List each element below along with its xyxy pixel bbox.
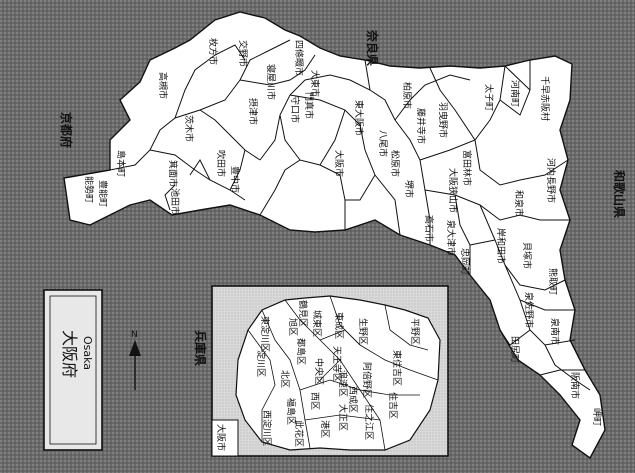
city-label: 守口市 xyxy=(289,96,301,123)
city-label: 枚方市 xyxy=(207,38,219,65)
ward-label: 旭区 xyxy=(287,318,299,336)
inset-map: 大阪市 淀川区 東淀川区 北区 旭区 都島区 城東区 鶴見区 福島区 中央区 天… xyxy=(211,285,449,457)
ward-label: 福島区 xyxy=(285,398,297,425)
city-label: 田尻町 xyxy=(509,336,520,363)
city-label: 阪南市 xyxy=(569,372,581,399)
city-label: 吹田市 xyxy=(215,150,227,177)
north-arrow-label: N xyxy=(131,330,138,340)
ward-label: 北区 xyxy=(279,370,290,388)
city-label: 羽曳野市 xyxy=(437,102,449,138)
ward-label: 港区 xyxy=(319,420,331,438)
ward-label: 天王寺区 xyxy=(331,346,342,382)
city-label: 河内長野市 xyxy=(545,158,557,203)
city-label: 池田市 xyxy=(169,188,181,215)
city-label: 熊取町 xyxy=(547,268,559,295)
city-label: 岸和田市 xyxy=(495,228,507,264)
prefecture-label: 和歌山県 xyxy=(612,169,627,218)
ward-label: 住吉区 xyxy=(387,392,399,419)
ward-label: 浪速区 xyxy=(337,370,349,397)
city-labels: 能勢町 豊能町 島本町 枚方市 交野市 四條畷市 高槻市 寝屋川市 茨木市 箕面… xyxy=(83,38,602,426)
city-label: 松原市 xyxy=(389,150,401,177)
city-label: 寝屋川市 xyxy=(265,64,277,100)
inset-label: 大阪市 xyxy=(215,424,227,451)
prefecture-label: 奈良県 xyxy=(365,29,380,66)
city-label: 貝塚市 xyxy=(521,242,533,269)
map-subtitle: Osaka xyxy=(81,336,94,370)
ward-label: 中央区 xyxy=(313,358,325,385)
city-label: 交野市 xyxy=(237,40,249,67)
city-label: 能勢町 xyxy=(83,176,95,203)
city-label: 八尾市 xyxy=(377,130,389,157)
city-label: 大阪市 xyxy=(333,150,345,177)
city-label: 富田林市 xyxy=(461,150,473,186)
city-label: 東大阪市 xyxy=(353,100,365,136)
city-label: 忠岡町 xyxy=(459,248,470,275)
city-label: 泉大津市 xyxy=(445,220,457,256)
ward-label: 西成区 xyxy=(347,386,359,413)
ward-label: 阿倍野区 xyxy=(361,362,373,398)
ward-label: 大正区 xyxy=(337,404,349,431)
city-label: 河南町 xyxy=(509,80,521,107)
city-label: 豊能町 xyxy=(97,180,109,207)
city-label: 四條畷市 xyxy=(293,40,305,76)
inset-city-shape xyxy=(235,295,441,451)
ward-label: 住之江区 xyxy=(363,404,375,440)
ward-label: 都島区 xyxy=(295,338,307,365)
city-label: 摂津市 xyxy=(247,98,259,125)
ward-label: 此花区 xyxy=(293,420,305,447)
prefecture-label: 京都府 xyxy=(59,112,74,148)
city-label: 大東市 xyxy=(309,70,321,97)
city-label: 泉南市 xyxy=(549,318,561,345)
city-label: 豊中市 xyxy=(229,166,241,193)
ward-label: 平野区 xyxy=(409,318,420,345)
ward-label: 鶴見区 xyxy=(297,300,309,327)
ward-label: 淀川区 xyxy=(255,350,267,377)
municipal-boundaries xyxy=(109,39,591,391)
city-label: 高槻市 xyxy=(157,72,169,99)
city-label: 岬町 xyxy=(591,408,602,426)
city-label: 泉佐野市 xyxy=(523,292,535,328)
ward-label: 西淀川区 xyxy=(261,410,273,446)
city-label: 島本町 xyxy=(115,150,127,177)
ward-label: 東成区 xyxy=(333,312,345,339)
ward-label: 西区 xyxy=(309,392,320,410)
ward-label: 生野区 xyxy=(357,318,369,345)
prefecture-label: 兵庫県 xyxy=(193,330,208,366)
map-title: 大阪府 xyxy=(60,330,79,378)
city-label: 茨木市 xyxy=(183,115,195,142)
title-box: 大阪府 Osaka xyxy=(43,289,103,451)
city-label: 高石市 xyxy=(423,215,435,242)
ward-label: 東住吉区 xyxy=(391,350,403,386)
city-label: 堺市 xyxy=(403,180,415,198)
prefecture-labels: 京都府 奈良県 兵庫県 和歌山県 xyxy=(59,29,627,366)
city-label: 太子町 xyxy=(483,84,495,111)
city-label: 藤井寺市 xyxy=(415,108,427,144)
city-label: 柏原市 xyxy=(401,82,413,109)
ward-label: 東淀川区 xyxy=(259,316,271,352)
city-label: 大阪狭山市 xyxy=(447,168,459,213)
city-label: 門真市 xyxy=(303,92,315,119)
ward-label: 城東区 xyxy=(311,310,323,337)
city-label: 千早赤阪村 xyxy=(539,76,551,121)
north-arrow-icon: N xyxy=(129,330,141,390)
city-label: 和泉市 xyxy=(513,190,525,217)
city-label: 箕面市 xyxy=(167,160,179,187)
